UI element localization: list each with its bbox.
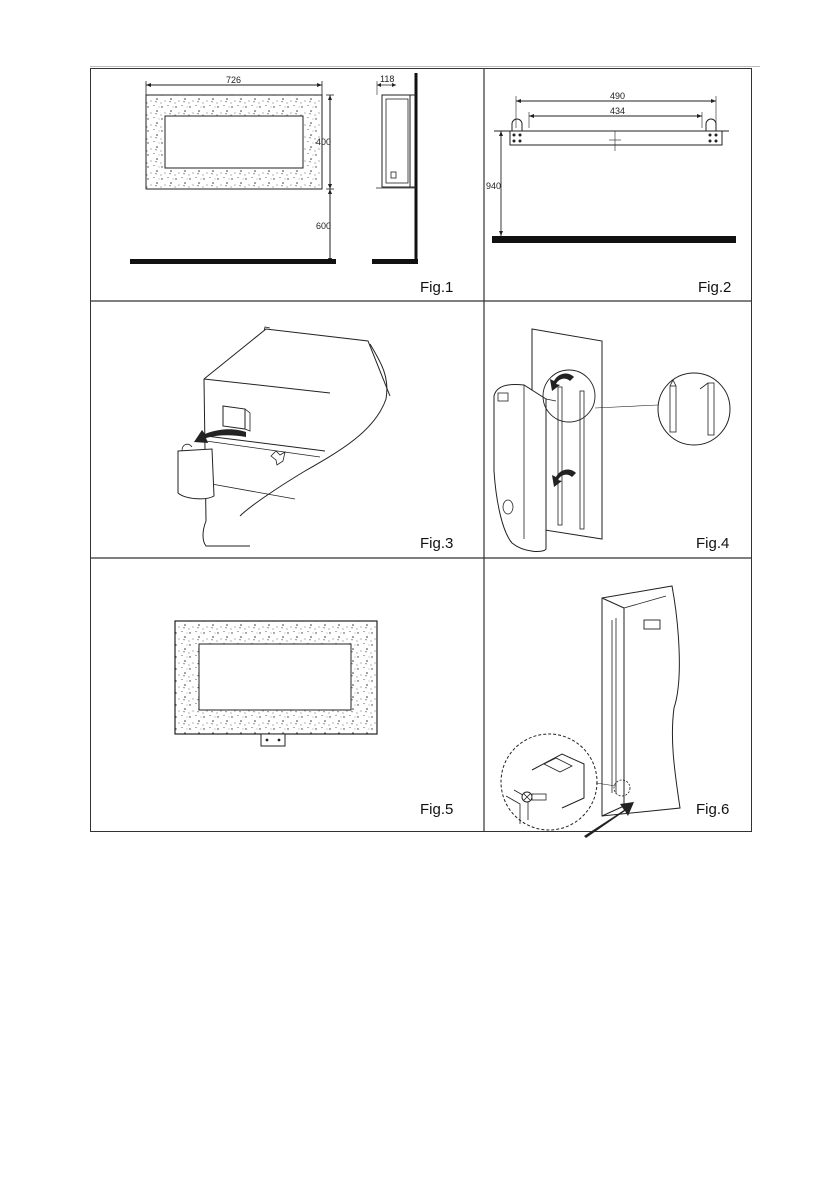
fig1-panel: 726 400 600 118 Fig.1 — [90, 68, 484, 301]
fig6-caption: Fig.6 — [696, 801, 729, 818]
fig4-caption: Fig.4 — [696, 535, 729, 552]
fig1-width-label: 726 — [226, 75, 241, 85]
fig2-outer-label: 490 — [610, 91, 625, 101]
fig1-height-label: 400 — [316, 137, 331, 147]
fig1-floor-gap-label: 600 — [316, 221, 331, 231]
fig2-height-label: 940 — [486, 181, 501, 191]
fig3-drawing — [90, 301, 484, 558]
fig5-drawing — [90, 558, 484, 832]
fig2-panel: 490 434 940 Fig.2 — [484, 68, 752, 301]
fig1-depth-label: 118 — [380, 74, 394, 84]
fig1-drawing: 726 400 600 118 — [90, 68, 484, 301]
fig3-panel: Fig.3 — [90, 301, 484, 558]
fig2-inner-label: 434 — [610, 106, 625, 116]
fig1-caption: Fig.1 — [420, 279, 453, 296]
fig2-caption: Fig.2 — [698, 279, 731, 296]
fig5-panel: Fig.5 — [90, 558, 484, 832]
fig6-panel: Fig.6 — [484, 558, 752, 832]
fig2-drawing: 490 434 940 — [484, 68, 752, 301]
fig4-panel: Fig.4 — [484, 301, 752, 558]
fig3-caption: Fig.3 — [420, 535, 453, 552]
figure-sheet: 726 400 600 118 Fig.1 — [90, 68, 752, 832]
page-top-rule — [90, 66, 760, 67]
fig6-drawing — [484, 558, 752, 832]
fig5-caption: Fig.5 — [420, 801, 453, 818]
fig4-drawing — [484, 301, 752, 558]
